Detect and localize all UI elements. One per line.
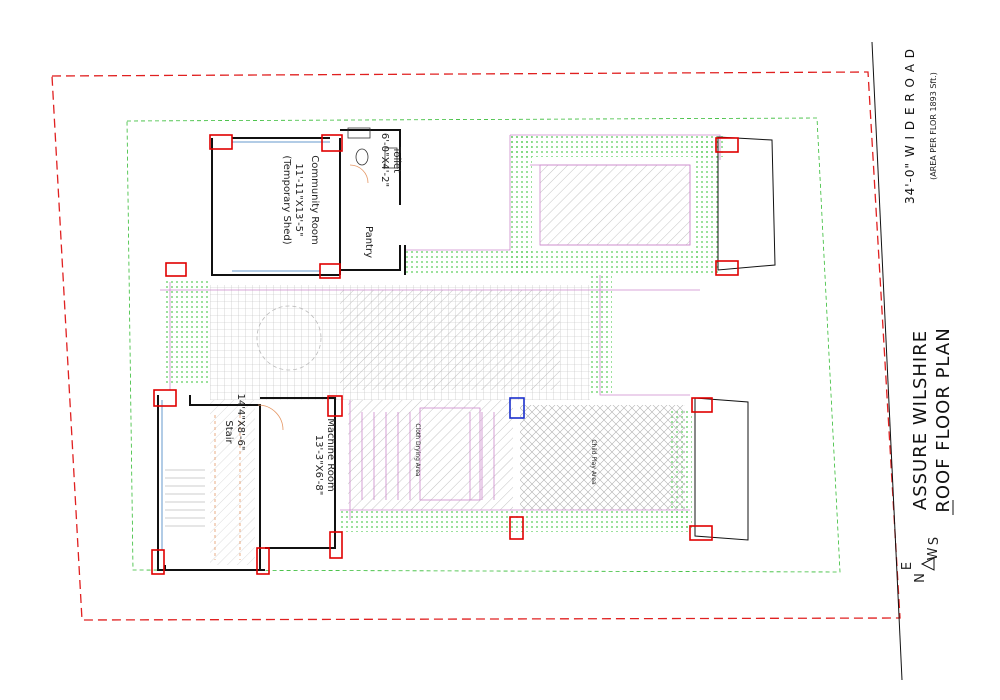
compass-s: S xyxy=(927,537,942,545)
compass-n: N xyxy=(913,573,928,583)
setback-line xyxy=(126,117,841,573)
community-room-label: Community Room xyxy=(309,155,320,245)
green-strips xyxy=(165,135,725,532)
compass: E N S W xyxy=(900,537,942,583)
stair-label: Stair xyxy=(223,420,234,444)
child-play-label: Child Play Area xyxy=(590,439,597,485)
stair-dims-label: 14'4"X8'-6" xyxy=(235,394,246,451)
road-label: 34'-0" W I D E R O A D xyxy=(903,48,917,204)
wall-details xyxy=(161,141,330,550)
room-labels: (Temporary Shed) 11'-11"X13'-5" Communit… xyxy=(223,133,597,495)
title-line1: ASSURE WILSHIRE xyxy=(910,330,931,510)
community-dims-label: 11'-11"X13'-5" xyxy=(293,163,304,236)
paving-lines xyxy=(160,134,721,520)
pantry-label: Pantry xyxy=(363,226,374,258)
compass-arrow-icon xyxy=(920,557,935,571)
walls xyxy=(157,129,406,571)
stair-treads xyxy=(165,469,205,527)
temporary-shed-label: (Temporary Shed) xyxy=(281,155,292,244)
cloth-drying-label: Cloth Drying Area xyxy=(414,423,421,477)
columns xyxy=(151,134,739,575)
toilet-dims-label: 6'-0"X4'-2" xyxy=(379,133,390,187)
toilet-label: Toilet xyxy=(391,146,402,173)
compass-e: E xyxy=(900,562,915,570)
marker-blue xyxy=(509,397,525,419)
title-line2: ROOF FLOOR PLAN xyxy=(933,327,954,512)
compass-w: W xyxy=(926,547,941,560)
area-note: (AREA PER FLOR 1893 Sft.) xyxy=(929,72,938,180)
toilet-fixtures xyxy=(214,127,398,560)
road-edge-line xyxy=(871,41,903,681)
paving-areas xyxy=(210,164,691,565)
balconies xyxy=(694,136,776,541)
machine-room-label: Machine Room xyxy=(325,418,336,492)
plot-boundary xyxy=(51,71,901,621)
machine-dims-label: 13'-3"X6'-8" xyxy=(313,435,324,496)
